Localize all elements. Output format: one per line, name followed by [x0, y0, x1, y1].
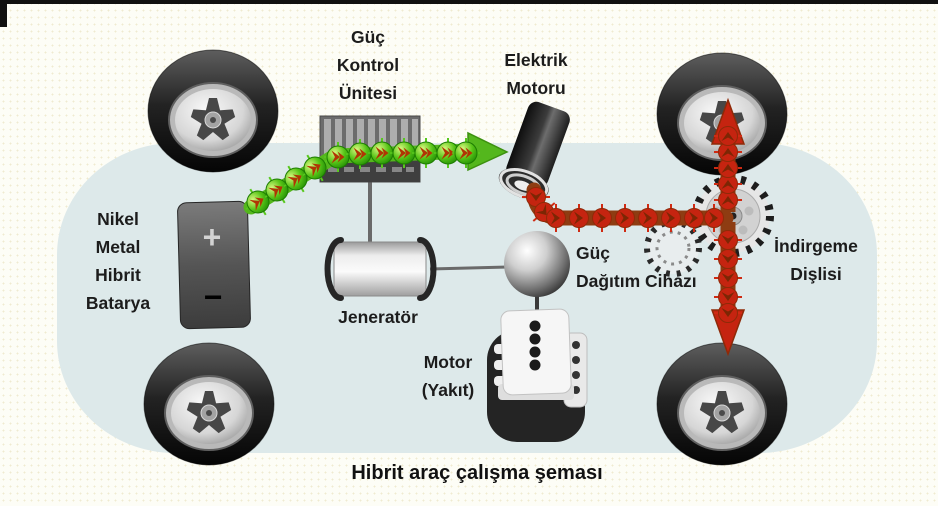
generator	[324, 237, 509, 301]
rear-right-wheel	[656, 342, 788, 466]
electric-motor-label: Elektrik Motoru	[504, 50, 568, 98]
generator-label: Jeneratör	[338, 307, 418, 327]
engine	[487, 308, 588, 442]
battery: + −	[177, 200, 251, 330]
reduction-gear-label: İndirgeme Dişlisi	[774, 236, 858, 284]
rear-left-wheel	[143, 342, 275, 466]
engine-label: Motor (Yakıt)	[421, 352, 475, 400]
green-flow-arrow	[237, 131, 509, 224]
diagram-caption: Hibrit araç çalışma şeması	[351, 462, 603, 484]
battery-plus-terminal: +	[203, 219, 222, 255]
power-split-device-label: Güç Dağıtım Cihazı	[576, 243, 697, 291]
top-left-border-mark	[0, 0, 7, 27]
power-control-unit-label: Güç Kontrol Ünitesi	[336, 27, 400, 103]
battery-minus-terminal: −	[204, 279, 223, 315]
top-border-line	[0, 0, 938, 4]
front-left-wheel	[147, 49, 279, 173]
red-flow-arrows	[521, 97, 746, 357]
battery-label: Nikel Metal Hibrit Batarya	[85, 209, 151, 313]
